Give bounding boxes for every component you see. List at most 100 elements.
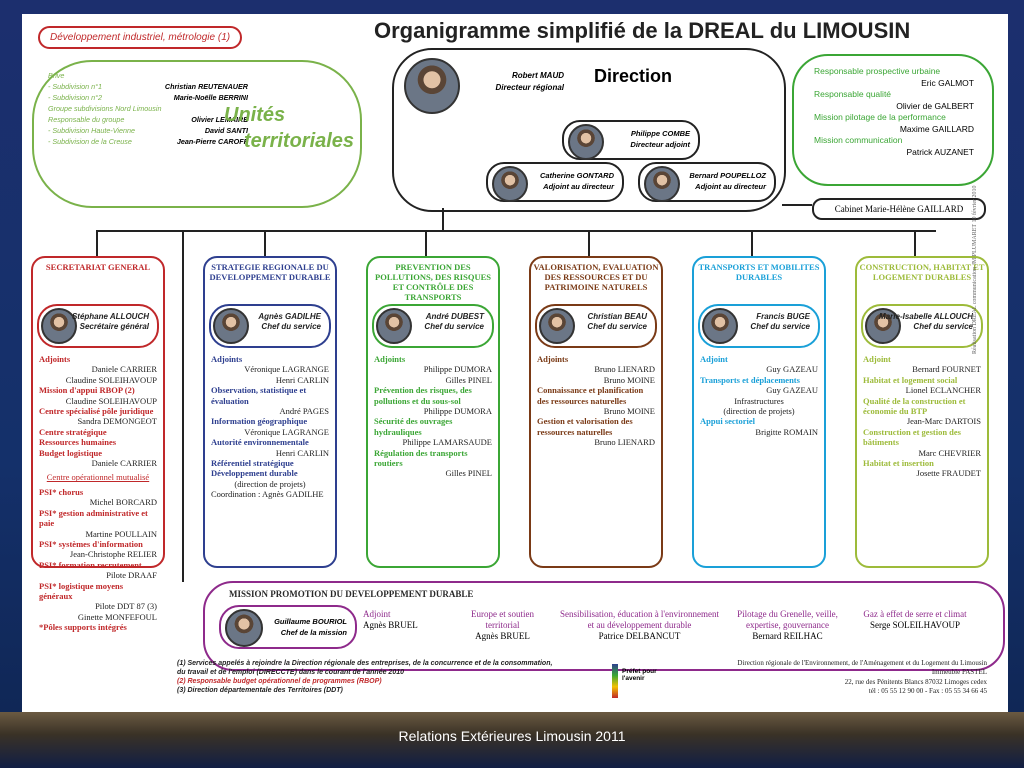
service-item: Pilote DRAAF	[106, 570, 157, 581]
mission-column-person: Agnès BRUEL	[475, 631, 530, 641]
service-chef-photo	[539, 308, 575, 344]
unites-row-name: Jean-Pierre CAROFF	[176, 137, 248, 146]
footer-caption: Relations Extérieures Limousin 2011	[398, 728, 626, 744]
service-item: Josette FRAUDET	[916, 468, 981, 479]
adjoint-role: Directeur adjoint	[630, 140, 690, 149]
unites-row-name: Olivier LEMAIRE	[191, 115, 248, 124]
service-item: PSI* systèmes d'information	[39, 538, 143, 549]
mission-title: MISSION PROMOTION DU DEVELOPPEMENT DURAB…	[229, 589, 474, 599]
director-role: Directeur régional	[495, 83, 564, 92]
service-item: Michel BORCARD	[89, 497, 157, 508]
unites-row: Groupe subdivisions Nord Limousin	[48, 103, 218, 114]
adjoint-directeur-1-name: Catherine GONTARD	[539, 171, 614, 180]
service-item: André PAGES	[279, 406, 329, 417]
service-title: VALORISATION, EVALUATION DES RESSOURCES …	[533, 262, 659, 292]
service-chef-role: Chef du service	[424, 322, 484, 331]
service-item: Sécurité des ouvrages hydrauliques	[374, 416, 453, 437]
mission-topic: Mission communication	[814, 135, 903, 145]
service-chef-photo	[865, 308, 901, 344]
mission-person: Maxime GAILLARD	[899, 123, 974, 134]
service-title: PREVENTION DES POLLUTIONS, DES RISQUES E…	[375, 262, 491, 302]
service-column: TRANSPORTS ET MOBILITES DURABLES Francis …	[692, 256, 826, 568]
unites-row: Brive	[48, 70, 218, 81]
service-item: Brigitte ROMAIN	[755, 426, 818, 437]
adjoint-directeur-2-name: Bernard POUPELLOZ	[689, 171, 766, 180]
service-item: (direction de projets)	[723, 406, 795, 417]
org-chart-slide: Organigramme simplifié de la DREAL du LI…	[22, 14, 1008, 712]
mission-column-topic: Pilotage du Grenelle, veille, expertise,…	[737, 609, 838, 630]
service-item: Marc CHEVRIER	[918, 447, 981, 458]
service-item: Jean-Christophe RELIER	[69, 549, 157, 560]
service-item: Véronique LAGRANGE	[244, 426, 329, 437]
logo-text: Préfet pour l'avenir	[622, 668, 657, 682]
mission-column-topic: Gaz à effet de serre et climat	[863, 609, 967, 619]
unites-row-label: - Subdivision Haute-Vienne	[48, 126, 135, 135]
service-item: (direction de projets)	[234, 478, 306, 489]
mission-column-person: Serge SOLEILHAVOUP	[870, 620, 960, 630]
unites-row-label: Groupe subdivisions Nord Limousin	[48, 104, 162, 113]
service-item: Adjoints	[537, 354, 569, 364]
credit-note: Réalisation DREAL communication JM PLUMA…	[972, 185, 978, 354]
unites-row-name: Marie-Noëlle BERRINI	[173, 93, 248, 102]
footer-band	[0, 712, 1024, 768]
mission-column-person: Bernard REILHAC	[752, 631, 823, 641]
service-item: Bruno MOINE	[603, 374, 655, 385]
service-chef-name: Marie-Isabelle ALLOUCH	[879, 312, 973, 321]
service-item: Bruno LIENARD	[594, 437, 655, 448]
service-item: Ginette MONFEFOUL	[77, 611, 157, 622]
service-chef-role: Chef du service	[913, 322, 973, 331]
service-item: Pilote DDT 87 (3)	[95, 601, 157, 612]
service-chef-name: Francis BUGE	[756, 312, 810, 321]
dev-industriel-box: Développement industriel, métrologie (1)	[38, 26, 243, 49]
service-column: STRATEGIE REGIONALE DU DEVELOPPEMENT DUR…	[203, 256, 337, 568]
unites-row-name: David SANTI	[204, 126, 248, 135]
service-item: Gilles PINEL	[445, 468, 492, 479]
service-item: Adjoint	[700, 354, 728, 364]
service-column: CONSTRUCTION, HABITAT ET LOGEMENT DURABL…	[855, 256, 989, 568]
service-item: Centre opérationnel mutualisé	[46, 472, 150, 483]
adjoint-photo	[568, 124, 604, 160]
address-line: Immeuble PASTEL	[931, 668, 987, 677]
unites-row: - Subdivision Haute-Vienne David SANTI	[48, 125, 248, 136]
director-photo	[404, 58, 460, 114]
service-item: Sandra DEMONGEOT	[77, 416, 157, 427]
service-item: Adjoint	[863, 354, 891, 364]
service-chef-name: Christian BEAU	[587, 312, 647, 321]
service-item: Philippe DUMORA	[423, 364, 492, 375]
address-block: Direction régionale de l'Environnement, …	[672, 659, 987, 697]
direction-box: Robert MAUD Directeur régional Direction…	[392, 48, 786, 212]
service-item: Daniele CARRIER	[91, 458, 157, 469]
service-item: Transports et déplacements	[700, 374, 800, 385]
service-chef-role: Chef du service	[750, 322, 810, 331]
address-line: tél : 05 55 12 90 00 - Fax : 05 55 34 66…	[868, 687, 987, 696]
service-item: Daniele CARRIER	[91, 364, 157, 375]
mission-box: MISSION PROMOTION DU DEVELOPPEMENT DURAB…	[203, 581, 1005, 671]
mission-topic: Responsable prospective urbaine	[814, 66, 941, 76]
adjoint-directeur-2-role: Adjoint au directeur	[695, 182, 766, 191]
service-item: PSI* logistique moyens généraux	[39, 580, 124, 601]
service-item: Connaissance et planification des ressou…	[537, 385, 644, 406]
unites-row-label: - Subdivision de la Creuse	[48, 137, 132, 146]
service-item: Adjoints	[374, 354, 406, 364]
prefet-logo: Préfet pour l'avenir	[612, 660, 666, 706]
service-item: Référentiel stratégique Développement du…	[211, 458, 298, 479]
service-item: Gilles PINEL	[445, 374, 492, 385]
service-item: Construction et gestion des bâtiments	[863, 426, 961, 448]
address-line: Direction régionale de l'Environnement, …	[737, 659, 987, 667]
chart-title: Organigramme simplifié de la DREAL du LI…	[374, 18, 911, 43]
service-title: TRANSPORTS ET MOBILITES DURABLES	[698, 262, 820, 282]
mission-column-person: Agnès BRUEL	[363, 620, 418, 630]
mission-person: Eric GALMOT	[921, 77, 974, 88]
